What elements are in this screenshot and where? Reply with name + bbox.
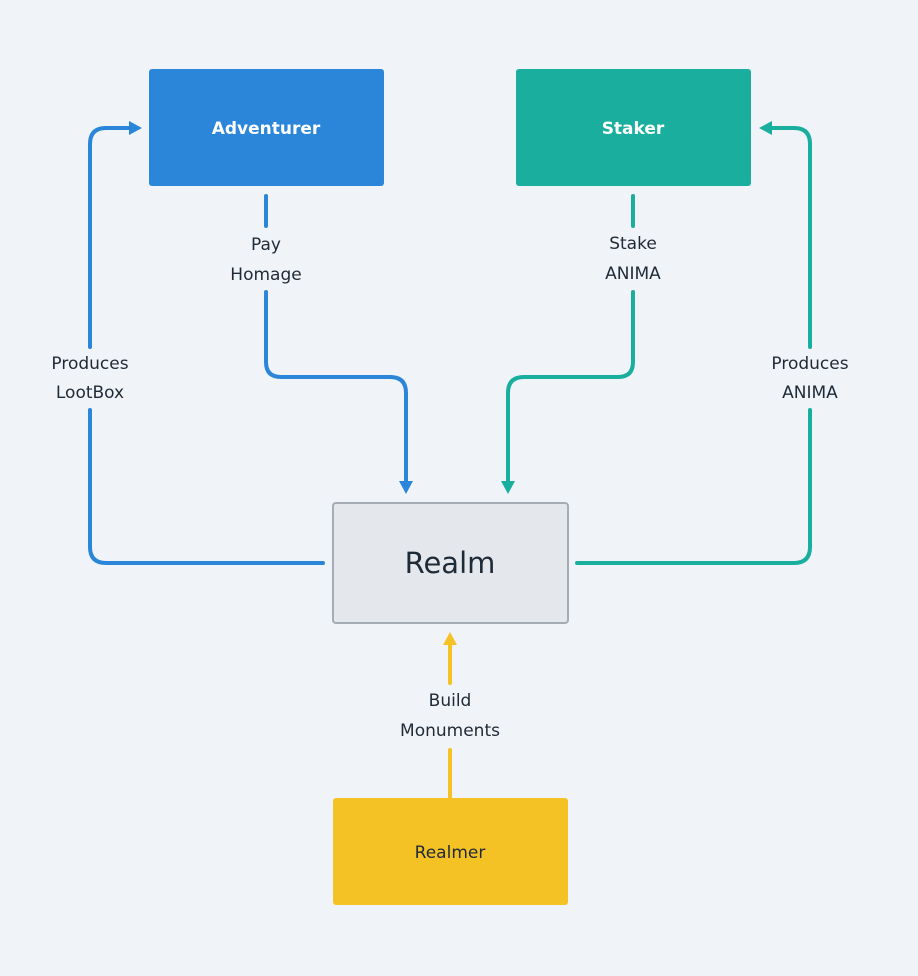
node-realm[interactable]: Realm — [332, 502, 569, 624]
node-adventurer[interactable]: Adventurer — [149, 69, 384, 186]
node-realm-label: Realm — [405, 546, 496, 580]
node-staker[interactable]: Staker — [516, 69, 751, 186]
edge-label-produces-lootbox-line1: Produces — [51, 354, 128, 374]
edge-label-stake-anima-line2: ANIMA — [605, 264, 661, 284]
edge-build-monuments: Build Monuments — [400, 632, 500, 799]
edge-label-pay-homage-line2: Homage — [230, 265, 301, 285]
edge-stake-anima-line-lower — [506, 290, 635, 483]
edge-label-stake-anima-line1: Stake — [609, 234, 657, 254]
node-adventurer-box[interactable] — [149, 69, 384, 186]
node-realmer-box[interactable] — [333, 798, 568, 905]
node-realmer-label: Realmer — [415, 843, 486, 863]
edge-produces-anima-line-lower — [575, 408, 812, 565]
edge-produces-lootbox-line-upper — [88, 126, 132, 349]
arrow-head-to-staker — [759, 121, 772, 135]
node-staker-box[interactable] — [516, 69, 751, 186]
edge-label-build-monuments-line2: Monuments — [400, 721, 500, 741]
edge-pay-homage-line-lower — [264, 290, 408, 483]
edge-produces-anima-line-upper — [769, 126, 812, 349]
node-realm-box[interactable] — [332, 502, 569, 624]
edge-produces-lootbox-line-lower — [88, 408, 325, 565]
arrow-head-stake-anima — [501, 481, 515, 494]
edge-label-produces-lootbox-line2: LootBox — [56, 383, 124, 403]
edge-produces-lootbox: Produces LootBox — [51, 121, 325, 565]
node-realmer[interactable]: Realmer — [333, 798, 568, 905]
node-staker-label: Staker — [602, 119, 665, 139]
edge-label-build-monuments-line1: Build — [429, 691, 472, 711]
arrow-head-to-adventurer — [129, 121, 142, 135]
arrow-head-pay-homage — [399, 481, 413, 494]
edge-stake-anima: Stake ANIMA — [501, 194, 661, 494]
edge-label-produces-anima-line2: ANIMA — [782, 383, 838, 403]
edge-pay-homage: Pay Homage — [230, 194, 413, 494]
node-adventurer-label: Adventurer — [212, 119, 321, 139]
edge-label-produces-anima-line1: Produces — [771, 354, 848, 374]
edge-produces-anima: Produces ANIMA — [575, 121, 849, 565]
edge-label-pay-homage-line1: Pay — [251, 235, 281, 255]
arrow-head-build-monuments — [443, 632, 457, 645]
